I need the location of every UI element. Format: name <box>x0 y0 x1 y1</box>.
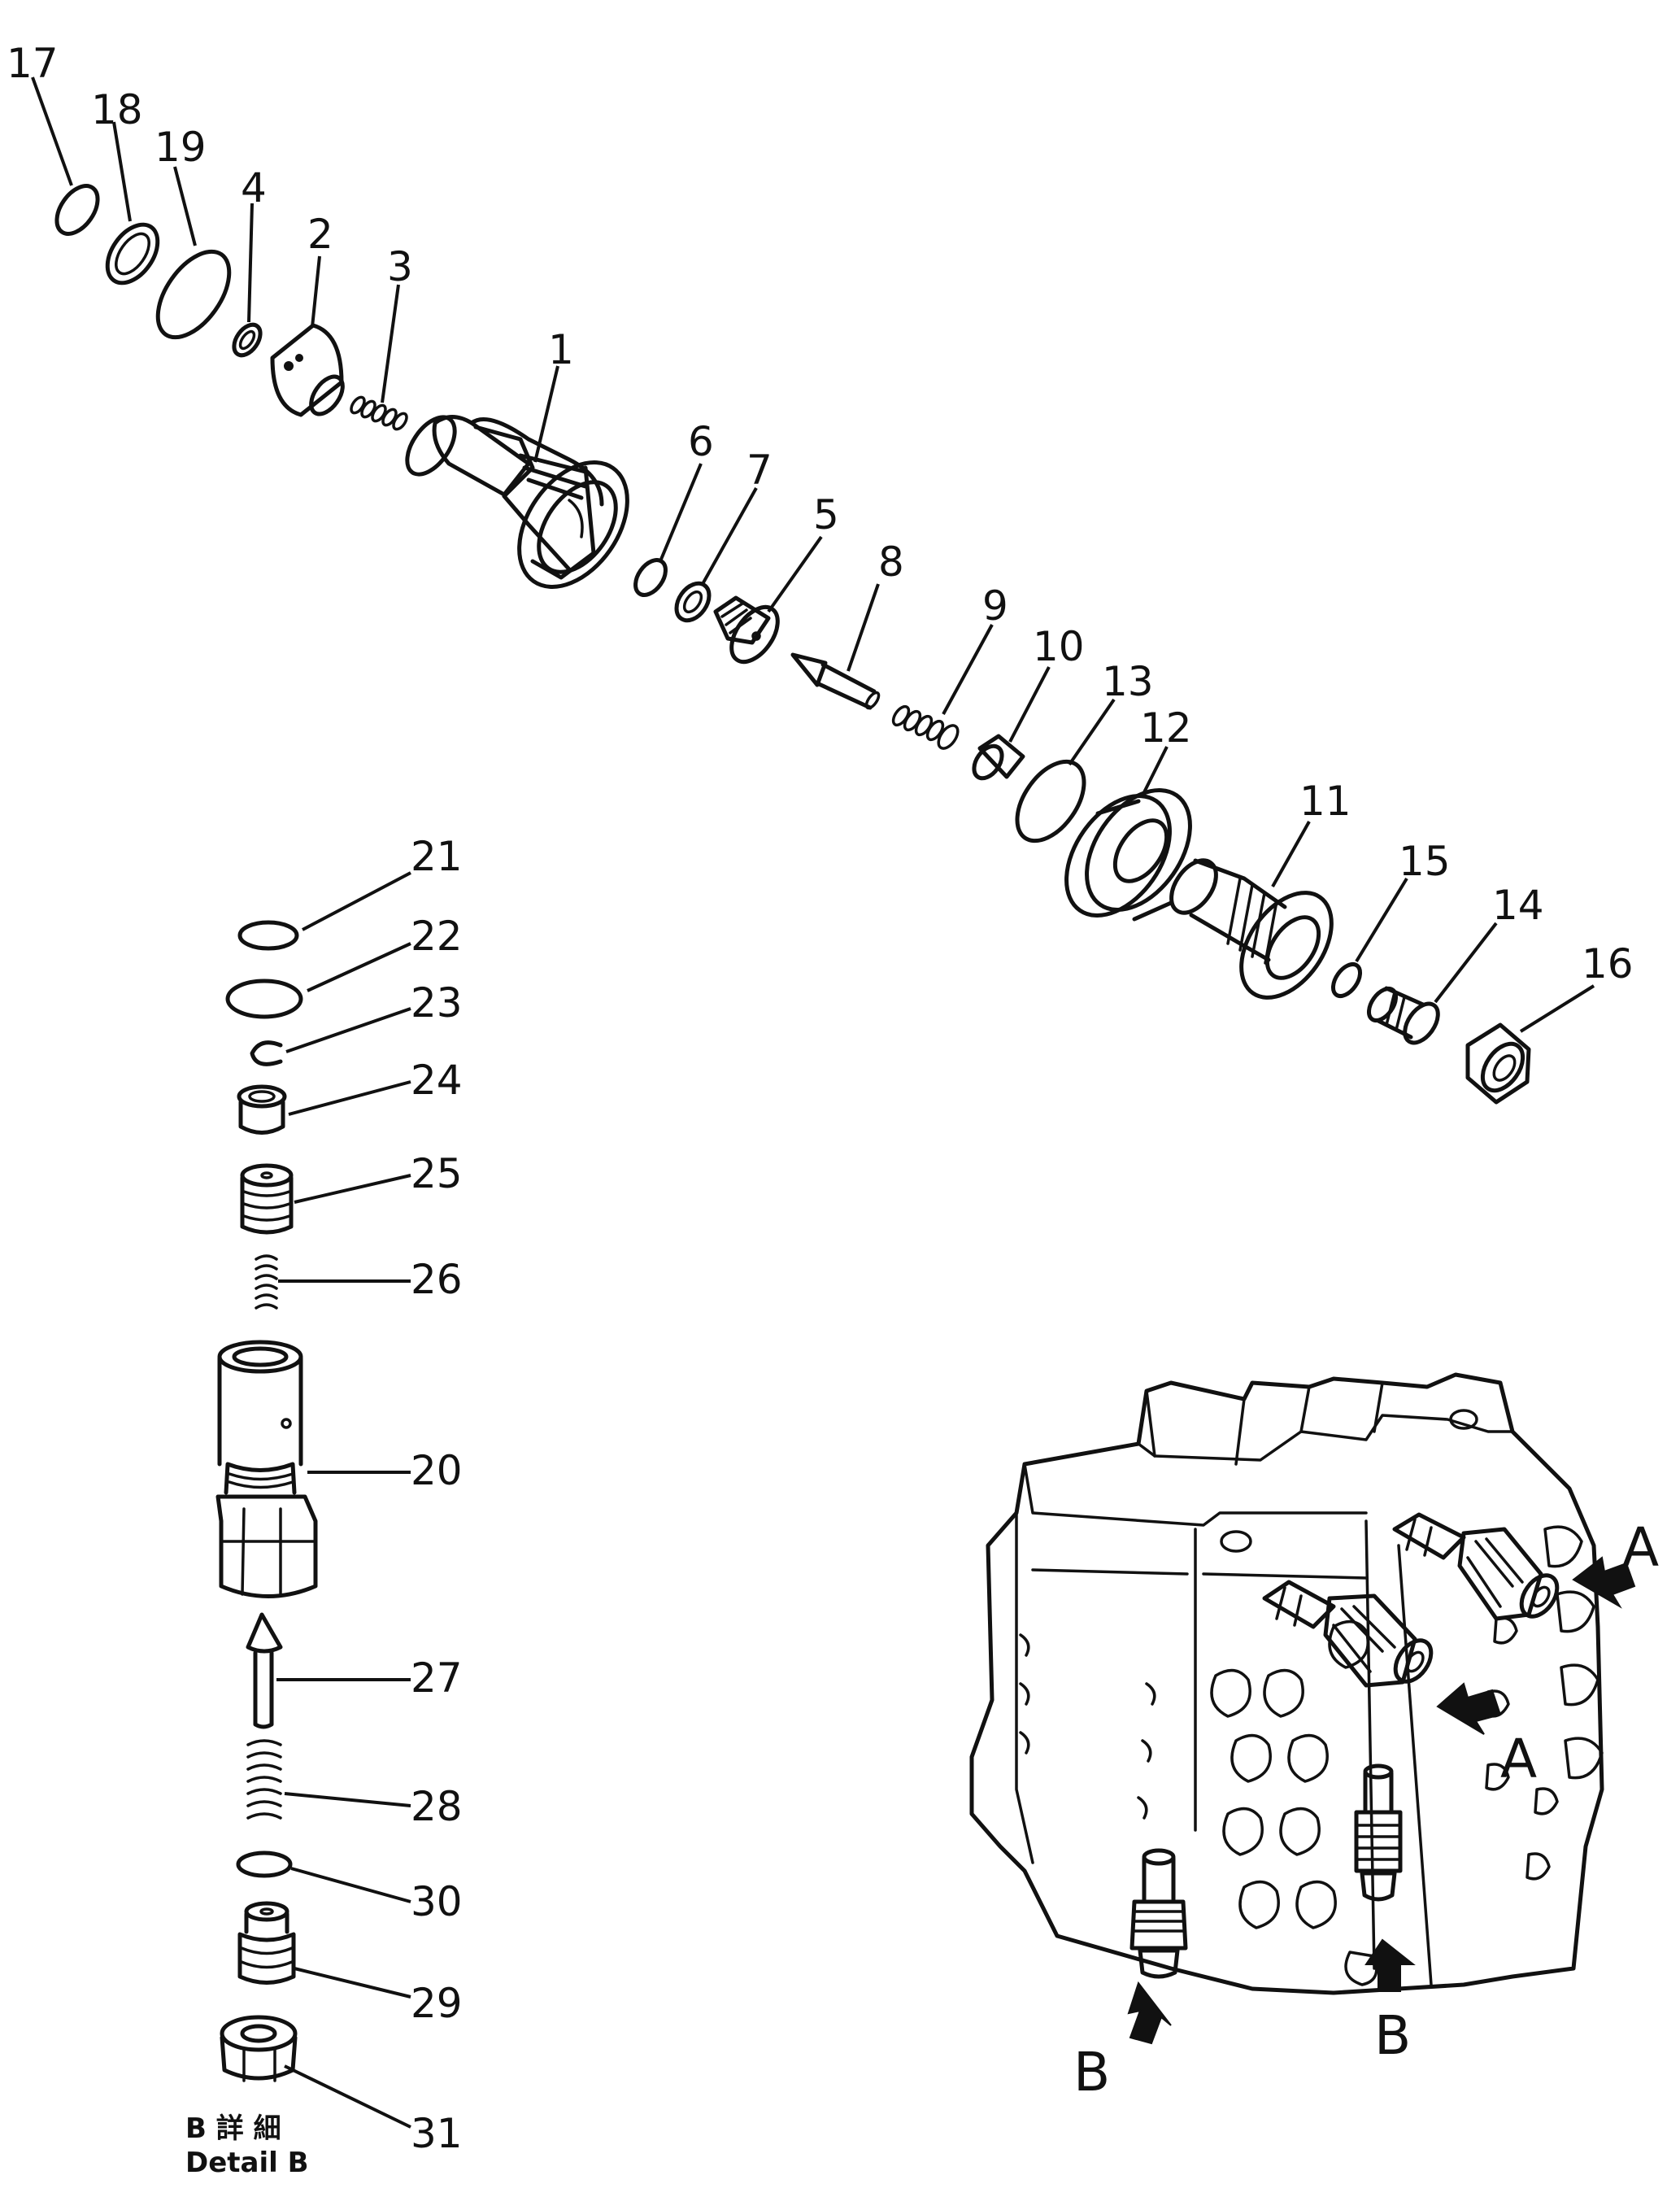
view-label-a-lower: A <box>1500 1728 1537 1790</box>
part-20-valve-body <box>215 1340 411 1598</box>
arrow-b-right-icon <box>1364 1938 1416 1992</box>
view-label-a-upper: A <box>1622 1516 1659 1579</box>
label-part-6: 6 <box>688 418 714 465</box>
part-3-spring <box>350 284 408 431</box>
part-13-oring <box>1015 698 1116 843</box>
part-14-screw <box>1366 922 1498 1045</box>
part-26-spring <box>255 1254 411 1310</box>
part-27-needle <box>246 1612 411 1729</box>
label-part-25: 25 <box>411 1150 463 1197</box>
label-part-26: 26 <box>411 1256 463 1303</box>
label-part-13: 13 <box>1102 658 1154 705</box>
part-5-plug <box>713 535 823 665</box>
label-part-2: 2 <box>307 211 333 258</box>
label-part-15: 15 <box>1399 838 1451 885</box>
label-part-28: 28 <box>411 1783 463 1830</box>
part-17-oring <box>31 76 100 236</box>
part-12-nut <box>1064 746 1192 922</box>
part-6-oring <box>633 463 703 597</box>
label-part-12: 12 <box>1140 704 1192 752</box>
part-7-ring <box>674 487 758 623</box>
label-part-30: 30 <box>411 1878 463 1925</box>
label-part-10: 10 <box>1033 623 1085 670</box>
part-23-snap-ring <box>250 1007 411 1066</box>
label-part-9: 9 <box>982 582 1008 630</box>
part-11-adjuster <box>1169 821 1334 1000</box>
label-part-21: 21 <box>411 833 463 880</box>
part-28-spring <box>246 1739 411 1820</box>
part-1-valve-body <box>405 365 629 589</box>
part-18-backup-ring <box>105 121 160 286</box>
part-16-nut <box>1465 984 1595 1105</box>
part-21-oring <box>237 871 411 951</box>
label-part-7: 7 <box>746 447 773 494</box>
part-24-seat <box>237 1080 411 1135</box>
label-part-8: 8 <box>878 538 904 586</box>
label-part-29: 29 <box>411 1980 463 2027</box>
arrow-a-lower-icon <box>1436 1682 1502 1735</box>
part-30-oring <box>236 1850 411 1903</box>
part-4-ring <box>232 203 263 358</box>
label-part-22: 22 <box>411 913 463 960</box>
view-label-b-right: B <box>1374 2004 1411 2067</box>
label-part-5: 5 <box>813 491 839 538</box>
caption-detail-b-en: Detail B <box>185 2147 309 2179</box>
part-10-piston <box>972 666 1051 781</box>
label-part-18: 18 <box>91 86 143 133</box>
part-31-cap-nut <box>220 2015 411 2129</box>
arrow-a-upper-icon <box>1572 1556 1636 1609</box>
label-part-16: 16 <box>1582 940 1634 987</box>
part-9-spring <box>891 624 994 750</box>
part-2-spool <box>270 255 345 417</box>
label-part-1: 1 <box>548 326 574 373</box>
part-22-oring <box>225 942 411 1019</box>
label-part-17: 17 <box>7 40 59 87</box>
label-part-11: 11 <box>1299 778 1351 825</box>
label-part-19: 19 <box>155 124 207 171</box>
part-8-needle <box>790 583 881 710</box>
arrow-b-left-icon <box>1127 1981 1172 2045</box>
control-valve-assembly <box>969 1372 1604 1995</box>
caption-detail-b-jp: B 詳 細 <box>185 2112 281 2145</box>
label-part-20: 20 <box>411 1447 463 1494</box>
view-label-b-left: B <box>1073 2041 1110 2103</box>
part-29-adjuster <box>237 1901 411 1999</box>
label-part-27: 27 <box>411 1654 463 1702</box>
part-15-oring <box>1330 877 1408 999</box>
label-part-4: 4 <box>241 164 267 211</box>
part-19-oring <box>155 166 232 340</box>
label-part-3: 3 <box>387 243 413 290</box>
label-part-31: 31 <box>411 2110 463 2157</box>
label-part-14: 14 <box>1492 882 1544 929</box>
part-25-poppet <box>240 1163 411 1235</box>
label-part-23: 23 <box>411 979 463 1027</box>
label-part-24: 24 <box>411 1057 463 1104</box>
